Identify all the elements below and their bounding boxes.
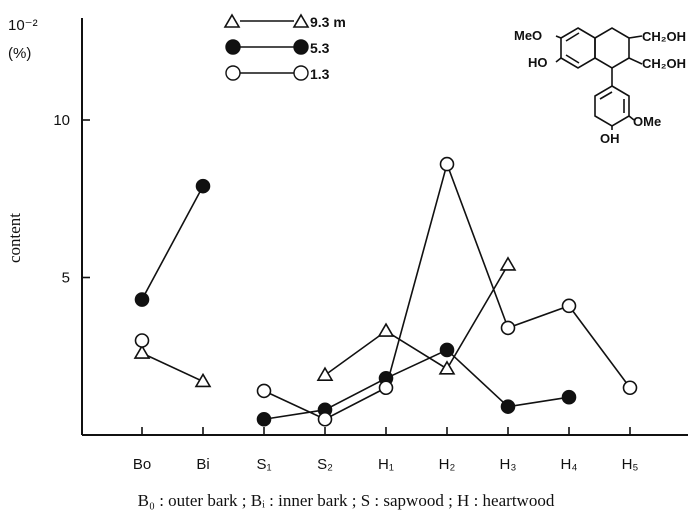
series-line xyxy=(324,264,509,376)
series-0 xyxy=(133,256,517,388)
legend-item-9-3m: 9.3 m xyxy=(223,13,346,30)
series-line xyxy=(141,185,204,300)
data-point-filled xyxy=(500,399,516,414)
data-point-open xyxy=(500,320,516,336)
series-1 xyxy=(134,178,577,427)
y-unit-exponent: 10⁻² xyxy=(8,17,38,34)
data-point-filled xyxy=(195,178,211,194)
x-tick-label: Bo xyxy=(133,456,151,473)
legend-triangle-marker xyxy=(292,13,310,28)
x-tick-label: Bi xyxy=(196,456,209,473)
caption: B₀ : outer bark ; Bᵢ : inner bark ; S : … xyxy=(138,491,555,510)
y-tick-label: 10 xyxy=(53,112,70,129)
data-point-triangle xyxy=(194,372,212,388)
label-ch2oh-top: CH₂OH xyxy=(642,29,686,44)
label-meo: MeO xyxy=(514,28,542,43)
structure-bonds xyxy=(555,27,643,130)
chemical-structure: MeO HO CH₂OH CH₂OH OMe OH xyxy=(514,27,686,146)
data-point-open xyxy=(134,333,150,348)
data-point-filled xyxy=(439,342,455,358)
legend-label-9-3m: 9.3 m xyxy=(310,14,346,30)
legend-open-circle-marker xyxy=(293,65,309,81)
label-ch2oh-bottom: CH₂OH xyxy=(642,56,686,71)
x-tick-label: H₅ xyxy=(622,456,639,473)
series-line xyxy=(263,348,570,421)
data-point-triangle xyxy=(133,344,151,359)
data-point-filled xyxy=(256,411,272,427)
series-line xyxy=(263,161,631,421)
data-point-triangle xyxy=(499,256,517,271)
x-tick-label: H₂ xyxy=(439,456,456,473)
x-tick-label: H₄ xyxy=(561,456,578,473)
legend-label-5-3: 5.3 xyxy=(310,40,330,56)
series-2 xyxy=(134,156,638,427)
data-point-triangle xyxy=(377,322,395,337)
series-line xyxy=(141,352,204,383)
legend-item-1-3: 1.3 xyxy=(225,65,330,82)
legend: 9.3 m 5.3 1.3 xyxy=(223,13,346,82)
data-point-filled xyxy=(561,389,577,405)
data-point-open xyxy=(378,380,394,396)
data-point-triangle xyxy=(316,366,334,381)
legend-label-1-3: 1.3 xyxy=(310,66,330,82)
legend-open-circle-marker xyxy=(225,65,241,81)
data-point-open xyxy=(622,380,638,396)
y-axis-title: content xyxy=(5,213,24,263)
x-tick-label: H₁ xyxy=(378,456,394,473)
x-tick-label: S₁ xyxy=(256,456,271,473)
y-ticks: 5 10 xyxy=(53,112,90,287)
label-ome: OMe xyxy=(633,114,661,129)
series-layer xyxy=(133,156,638,427)
data-point-filled xyxy=(134,292,150,307)
label-ho: HO xyxy=(528,55,548,70)
x-tick-label: H₃ xyxy=(500,456,517,473)
data-point-open xyxy=(317,411,333,427)
data-point-triangle xyxy=(438,360,456,375)
data-point-open xyxy=(439,156,455,172)
legend-filled-circle-marker xyxy=(225,39,241,55)
legend-filled-circle-marker xyxy=(293,39,309,55)
x-ticks: Bo Bi S₁ S₂ H₁ H₂ H₃ H₄ H₅ xyxy=(133,427,639,473)
label-oh: OH xyxy=(600,131,620,146)
data-point-open xyxy=(561,298,577,314)
x-tick-label: S₂ xyxy=(317,456,333,473)
y-tick-label: 5 xyxy=(62,270,70,287)
legend-triangle-marker xyxy=(223,13,241,28)
legend-item-5-3: 5.3 xyxy=(225,39,330,56)
y-unit-percent: (%) xyxy=(8,45,31,62)
data-point-open xyxy=(256,383,272,399)
